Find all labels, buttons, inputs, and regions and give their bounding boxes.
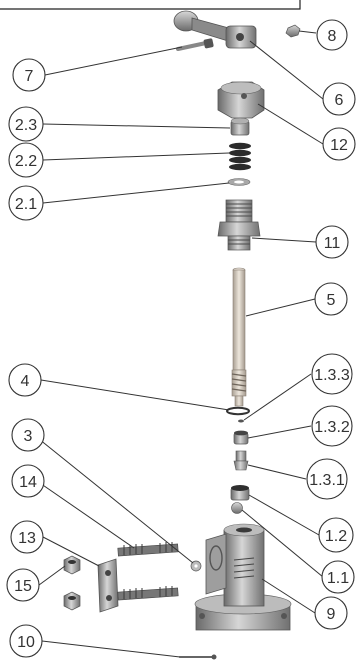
part-2-3-bushing (230, 117, 250, 136)
callout-label-3: 3 (24, 428, 33, 445)
callout-label-1-2: 1.2 (325, 528, 347, 545)
part-8-small-nut (285, 24, 301, 38)
callout-label-1-3-1: 1.3.1 (309, 472, 345, 489)
callout-1-1: 1.1 (321, 560, 355, 594)
callout-4: 4 (8, 363, 42, 397)
callout-label-1-1: 1.1 (327, 570, 349, 587)
leader-lines (33, 30, 324, 658)
part-3-washer (190, 560, 202, 572)
callout-label-2-3: 2.3 (15, 117, 37, 134)
callout-label-7: 7 (25, 68, 34, 85)
frame-top-line (0, 0, 301, 10)
part-10-pin (179, 654, 217, 660)
callout-14: 14 (11, 464, 45, 498)
part-1-3-2-nut (233, 430, 249, 445)
callout-1-3-2: 1.3.2 (311, 405, 353, 447)
part-15-nuts (63, 555, 81, 611)
part-5-stem (231, 267, 247, 407)
callout-label-2-2: 2.2 (15, 153, 37, 170)
part-1-3-3-pin (238, 419, 244, 423)
callout-1-3-3: 1.3.3 (311, 353, 353, 395)
callout-label-6: 6 (335, 92, 344, 109)
callout-12: 12 (322, 127, 356, 161)
callout-label-10: 10 (17, 634, 35, 651)
callouts: 8 7 6 2.3 12 2.2 2.1 11 (6, 19, 356, 658)
callout-1-2: 1.2 (318, 517, 354, 553)
part-12-hex-nut (217, 81, 265, 119)
part-2-1-washer (227, 178, 251, 186)
callout-8: 8 (316, 19, 348, 51)
part-13-bracket-plate (97, 558, 119, 613)
callout-10: 10 (9, 624, 43, 658)
callout-label-8: 8 (328, 28, 337, 45)
callout-label-15: 15 (14, 578, 32, 595)
callout-label-4: 4 (21, 373, 30, 390)
part-1-2-seat (230, 485, 250, 501)
part-11-threaded-bonnet (217, 199, 261, 251)
part-9-valve-body (194, 523, 292, 631)
callout-label-5: 5 (327, 292, 336, 309)
callout-2-1: 2.1 (8, 185, 44, 221)
callout-label-9: 9 (327, 606, 336, 623)
part-1-1-ball (231, 502, 243, 514)
callout-label-11: 11 (324, 235, 341, 252)
callout-label-14: 14 (19, 474, 37, 491)
callout-label-1-3-3: 1.3.3 (314, 367, 350, 384)
part-14-threaded-studs (117, 542, 179, 601)
callout-11: 11 (315, 225, 349, 259)
callout-15: 15 (6, 568, 40, 602)
callout-label-13: 13 (18, 530, 36, 547)
callout-2-2: 2.2 (8, 142, 44, 178)
callout-9: 9 (314, 596, 348, 630)
callout-7: 7 (12, 58, 46, 92)
callout-label-12: 12 (330, 137, 348, 154)
callout-3: 3 (11, 418, 45, 452)
part-7-screw (176, 38, 214, 51)
callout-13: 13 (10, 520, 44, 554)
part-6-handle-lever (173, 10, 257, 49)
callout-6: 6 (322, 82, 356, 116)
callout-label-2-1: 2.1 (15, 196, 37, 213)
callout-5: 5 (314, 282, 348, 316)
callout-label-1-3-2: 1.3.2 (314, 419, 350, 436)
part-1-3-1-valve-plug (233, 450, 249, 471)
part-2-2-packing-rings (229, 142, 251, 171)
callout-2-3: 2.3 (8, 106, 44, 142)
callout-1-3-1: 1.3.1 (306, 458, 348, 500)
part-4-o-ring (226, 406, 250, 416)
